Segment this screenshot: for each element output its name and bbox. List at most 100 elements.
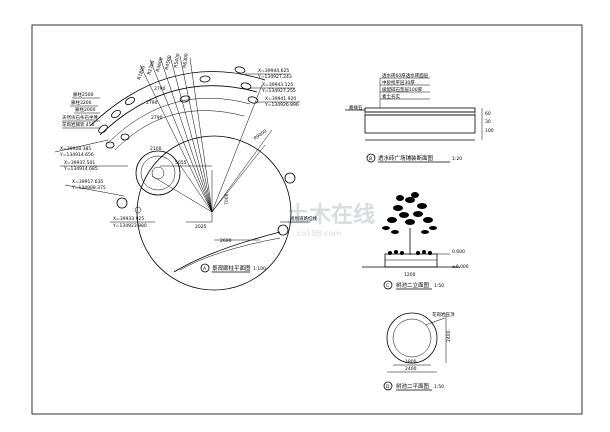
- left-label-1: 廊柱2500: [73, 91, 94, 98]
- dim-line-r9000: [211, 129, 273, 213]
- paving-edge-label: 路缘石: [349, 104, 363, 111]
- plan-title-scale: 1:100: [253, 266, 266, 272]
- tree-pit-plan-title: 树池二平面图: [396, 382, 430, 390]
- plan-note-road: 规划道路红线: [290, 215, 317, 222]
- watermark: 土木在线 co188.com: [287, 202, 375, 238]
- radial-label-2: R2700: [146, 60, 156, 76]
- colonnade-arc-4: [114, 110, 245, 151]
- colonnade-arc-2: [99, 85, 258, 136]
- road-edge: [173, 231, 281, 273]
- paving-layer-top: [364, 107, 476, 113]
- tree-pit-plan-inner: [392, 318, 432, 358]
- tree-pit-plan-side-dim: 2400: [446, 330, 452, 342]
- tree-foliage: [382, 192, 437, 234]
- elevation-level-top: 0.600: [452, 249, 465, 255]
- left-label-5: 花岗岩铺装 450: [62, 121, 95, 128]
- plan-title: 景观廊柱平面图: [212, 264, 251, 272]
- elevation-title-scale: 1:50: [434, 283, 444, 289]
- tree-pit-plan-dim-2: 2400: [405, 366, 417, 372]
- left-label-3: 廊柱2000: [75, 106, 96, 113]
- watermark-main: 土木在线: [287, 202, 375, 228]
- coord-2-y: Y=134927.255: [261, 88, 296, 94]
- dim-5055: 5055: [175, 160, 187, 166]
- paving-layer-label-4: 素土夯实: [382, 93, 400, 100]
- elevation-title-marker: [383, 280, 393, 290]
- coordinate-labels: X=39944.625 Y=134927.243 X=39943.125 Y=1…: [54, 68, 300, 229]
- paving-section: 路缘石 60 30 100 透水砖60厚透水砖面层 中砂找平层30厚 级配碎石垫…: [345, 72, 494, 163]
- tree-pit-plan-title-scale: 1:50: [434, 384, 444, 390]
- coord-7-x: X=39933.925: [113, 216, 144, 222]
- paving-title-marker-label: B: [369, 156, 372, 162]
- light-marker-4: [134, 206, 142, 214]
- radial-lines: [139, 55, 266, 213]
- light-marker-2: [284, 172, 296, 184]
- tree-pit-plan-title-marker: [383, 381, 393, 391]
- sheet-border: [31, 24, 583, 415]
- elevation-dim: 1200: [404, 272, 416, 278]
- coord-3-y: Y=134926.896: [264, 102, 299, 108]
- column-stones: [98, 66, 259, 149]
- colonnade-arc-1: [89, 71, 266, 127]
- watermark-sub: co188.com: [297, 229, 341, 238]
- left-label-4: 天然块石条石坐凳: [62, 114, 98, 121]
- tree-pit-plan-leader: [424, 317, 446, 326]
- dim-2690: 2690: [220, 238, 232, 244]
- light-marker-3: [277, 224, 289, 236]
- planter-box: [384, 253, 438, 268]
- radial-label-6: R6300: [182, 53, 190, 68]
- paving-layer-label-2: 中砂找平层30厚: [382, 79, 415, 86]
- tree-pit-core: [151, 166, 165, 180]
- radial-label-1: R1800: [136, 65, 147, 81]
- paving-title-marker: [366, 153, 376, 163]
- tree-pit-plan-title-marker-label: D: [386, 384, 390, 390]
- paving-layer-gravel: [364, 114, 476, 134]
- coord-4-x: X=39928.385: [60, 146, 91, 152]
- coord-5-y: Y=134914.685: [63, 166, 98, 172]
- coord-6-x: X=39917.635: [72, 179, 103, 185]
- tree-pit-plan-dim-1: 1800: [405, 359, 417, 365]
- dim-2100: 2100: [150, 146, 162, 152]
- paving-title: 透水砖广场铺装断面图: [378, 154, 434, 162]
- light-marker-1: [116, 197, 128, 209]
- coord-6-y: Y=134908.375: [71, 185, 106, 191]
- tree-pit-elevation: 0.600 ±0.000 1200 C 树池二立面图 1:50: [362, 192, 469, 290]
- plan-view: R1800 R2700 R3600 R4500 R5400 R6300: [54, 53, 317, 291]
- road-edge-2: [179, 237, 281, 271]
- coord-1-y: Y=134927.243: [257, 74, 292, 80]
- radial-label-3: R3600: [155, 57, 165, 73]
- radial-label-4: R4500: [164, 55, 173, 71]
- planter-shrubs: [388, 250, 432, 255]
- tree-pit-plan-note: 花岗岩压顶: [432, 311, 455, 318]
- elevation-title-marker-label: C: [386, 283, 389, 289]
- plan-title-marker: [200, 263, 210, 273]
- dim-2790-2: 2790: [146, 100, 158, 106]
- paving-layer-label-1: 透水砖60厚透水砖面层: [382, 72, 429, 79]
- left-label-2: 廊柱3200: [71, 99, 92, 106]
- dim-r9000: R9000: [253, 128, 268, 141]
- radial-labels: R1800 R2700 R3600 R4500 R5400 R6300: [136, 53, 190, 81]
- tree-pit-outer: [135, 150, 181, 196]
- paving-layer-label-3: 级配碎石垫层100厚: [382, 86, 423, 93]
- dim-7000: 7000: [224, 193, 230, 205]
- coord-1-x: X=39944.625: [258, 68, 289, 74]
- dim-2025: 2025: [195, 224, 207, 230]
- dim-2790-1: 2790: [154, 86, 166, 92]
- paving-dim-1: 60: [485, 111, 491, 117]
- paving-title-scale: 1:20: [452, 156, 462, 162]
- coord-3-x: X=39941.920: [265, 96, 296, 102]
- tree-pit-plan-outer: [386, 312, 438, 364]
- paving-dim-2: 30: [485, 119, 491, 125]
- elevation-title: 树池二立面图: [396, 281, 430, 289]
- plan-title-marker-label: A: [203, 266, 207, 272]
- colonnade-arc-3: [107, 98, 251, 144]
- coord-7-y: Y=134923.980: [112, 223, 147, 229]
- coord-2-x: X=39943.125: [262, 82, 293, 88]
- paving-layer-sand: [364, 111, 476, 116]
- tree-pit-plan: 花岗岩压顶 1800 2400 2400 D 树池二平面图 1:50: [383, 311, 455, 391]
- radial-label-5: R5400: [173, 53, 181, 69]
- dim-2790-3: 2790: [151, 115, 163, 121]
- coord-4-y: Y=134914.656: [59, 152, 94, 158]
- coord-5-x: X=39937.501: [64, 160, 95, 166]
- elevation-level-ground: ±0.000: [452, 264, 469, 270]
